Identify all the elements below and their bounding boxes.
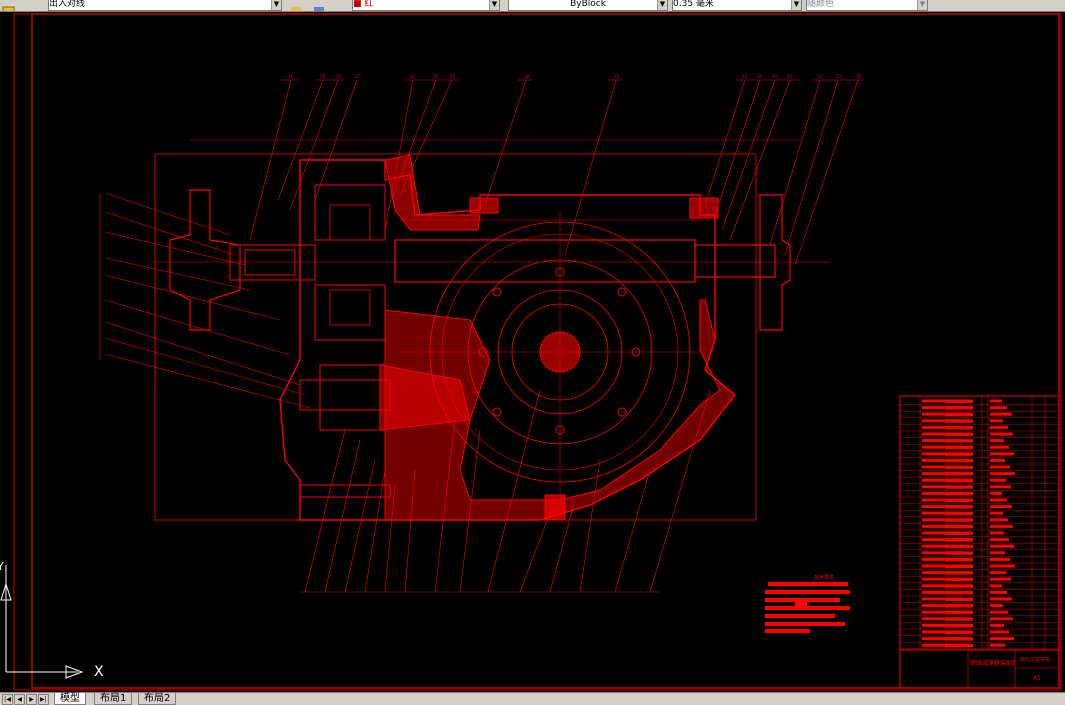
layer-value: 出入对线 [49,0,86,9]
prev-tab-button[interactable]: ◀ [14,694,25,705]
svg-text:25: 25 [787,74,793,79]
svg-text:35: 35 [614,74,620,79]
color-dropdown[interactable]: ■ 红 ▼ [352,0,500,11]
properties-toolbar: 出入对线 ▼ ■ 红 ▼ ByBlock ▼ 0.35 毫米 ▼ 随颜色 ▼ [0,0,1065,12]
linetype-dropdown[interactable]: ByBlock ▼ [508,0,668,11]
next-tab-button[interactable]: ▶ [26,694,37,705]
svg-text:32: 32 [410,74,416,79]
layer-state-icon[interactable] [2,0,16,11]
notes-header: 技术要求 [814,575,835,581]
chevron-down-icon: ▼ [271,0,281,10]
ucs-icon [0,565,84,679]
first-tab-button[interactable]: |◀ [2,694,13,705]
svg-text:28: 28 [433,74,439,79]
svg-text:26: 26 [450,74,456,79]
drawing-canvas[interactable]: 31 29 30 27 32 28 26 18 35 33 34 24 25 37 23 38 [0,12,1065,692]
chevron-down-icon: ▼ [657,0,667,10]
svg-text:24: 24 [772,74,778,79]
svg-text:23: 23 [836,74,842,79]
last-tab-button[interactable]: ▶| [38,694,49,705]
sheet-size: A1 [1033,675,1041,682]
lineweight-dropdown[interactable]: 0.35 毫米 ▼ [672,0,802,11]
svg-text:30: 30 [336,74,342,79]
technical-notes [765,582,850,633]
drawing-title: 双级减速器装配图 [970,660,1015,667]
assembly-drawing: 31 29 30 27 32 28 26 18 35 33 34 24 25 37 23 38 [13,13,1062,691]
chevron-down-icon: ▼ [917,0,927,10]
tab-layout2[interactable]: 布局2 [138,693,177,705]
chevron-down-icon: ▼ [791,0,801,10]
tab-model[interactable]: 模型 [54,693,86,705]
svg-text:37: 37 [818,74,824,79]
layer-previous-icon[interactable] [312,0,326,11]
ucs-y-label: Y [0,560,4,573]
bill-of-materials [899,395,1060,689]
svg-text:38: 38 [856,74,862,79]
linetype-value: ByBlock [570,0,606,9]
svg-text:31: 31 [288,74,294,79]
svg-text:29: 29 [320,74,326,79]
plotstyle-value: 随颜色 [807,0,835,9]
svg-text:34: 34 [757,74,763,79]
svg-text:33: 33 [742,74,748,79]
school-name: 湖北文理学院 [1020,657,1051,663]
make-current-layer-icon[interactable] [290,0,304,11]
color-value: ■ 红 [353,0,374,9]
plotstyle-dropdown[interactable]: 随颜色 ▼ [806,0,928,11]
lineweight-value: 0.35 毫米 [673,0,714,9]
ucs-x-label: X [94,664,104,680]
layer-dropdown[interactable]: 出入对线 ▼ [48,0,282,11]
layout-tab-bar: |◀ ◀ ▶ ▶| 模型 布局1 布局2 [0,692,1065,705]
svg-text:18: 18 [524,74,530,79]
svg-text:27: 27 [355,74,361,79]
chevron-down-icon: ▼ [489,0,499,10]
tab-layout1[interactable]: 布局1 [94,693,133,705]
